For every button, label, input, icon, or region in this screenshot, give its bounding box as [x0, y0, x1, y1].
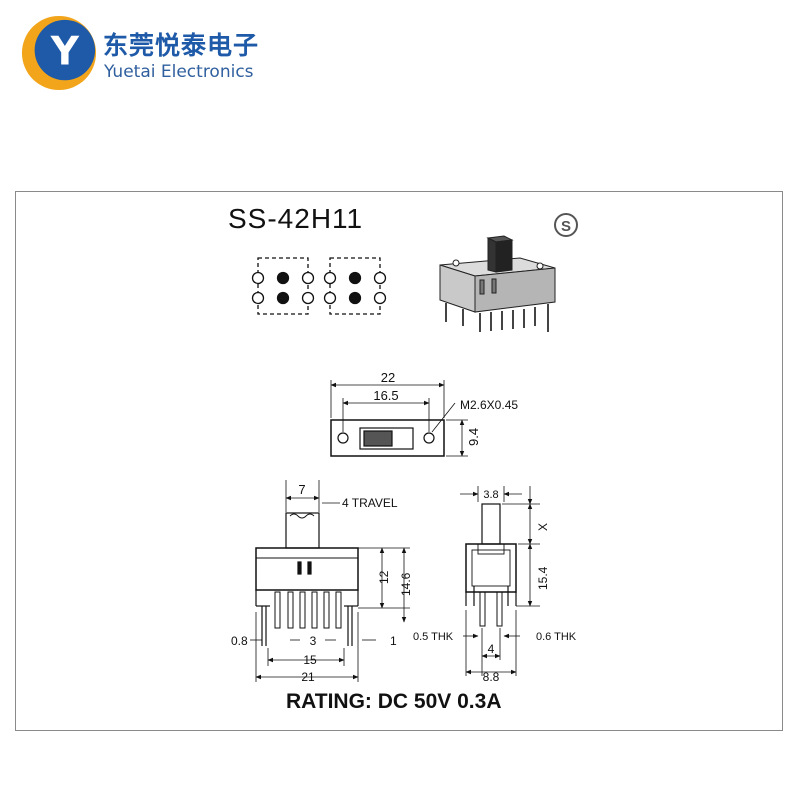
dim-body-height: 12	[377, 570, 391, 584]
dim-side-actuator-width: 3.8	[483, 489, 498, 501]
dim-hole-spacing: 16.5	[373, 388, 398, 403]
yuetai-logo: Y	[21, 15, 97, 91]
rating-text: RATING: DC 50V 0.3A	[286, 690, 502, 713]
brand-name-chinese: 东莞悦泰电子	[103, 31, 260, 60]
dim-top-height: 9.4	[466, 428, 481, 446]
top-view	[330, 380, 468, 457]
dim-pin-pitch: 3	[310, 634, 317, 648]
dim-overall-height: 14.6	[399, 572, 413, 596]
dim-side-height: 15.4	[536, 566, 550, 590]
dim-extension-x: X	[536, 523, 550, 531]
dim-pin-span: 15	[303, 653, 317, 667]
dim-actuator-width: 7	[298, 482, 305, 497]
dim-pin-row-spacing: 4	[488, 642, 495, 656]
safety-mark-letter: S	[561, 218, 571, 235]
dim-screw-spec: M2.6X0.45	[460, 398, 518, 412]
dim-pin-left-thickness: 0.5 THK	[413, 631, 454, 643]
dim-overall-width-22: 22	[381, 370, 395, 385]
logo-letter: Y	[50, 30, 80, 75]
dim-side-overall-width: 8.8	[483, 670, 500, 684]
dim-end-gap-right: 1	[390, 634, 397, 648]
side-view	[460, 486, 540, 676]
dim-pin-right-thickness: 0.6 THK	[536, 631, 577, 643]
drawing-frame	[15, 191, 783, 731]
model-number: SS-42H11	[228, 203, 364, 234]
safety-mark-icon: S	[554, 213, 578, 237]
dim-overall-length: 21	[301, 670, 315, 684]
logo-disc	[34, 19, 96, 81]
brand-name-english: Yuetai Electronics	[104, 62, 254, 82]
schematic-pole-2	[323, 257, 387, 315]
dim-travel: 4 TRAVEL	[342, 496, 398, 510]
switch-3d-view	[439, 235, 556, 332]
schematic-pole-1	[251, 257, 315, 315]
front-view	[250, 480, 410, 682]
circuit-schematic	[251, 257, 387, 315]
dim-end-gap-left: 0.8	[231, 634, 248, 648]
